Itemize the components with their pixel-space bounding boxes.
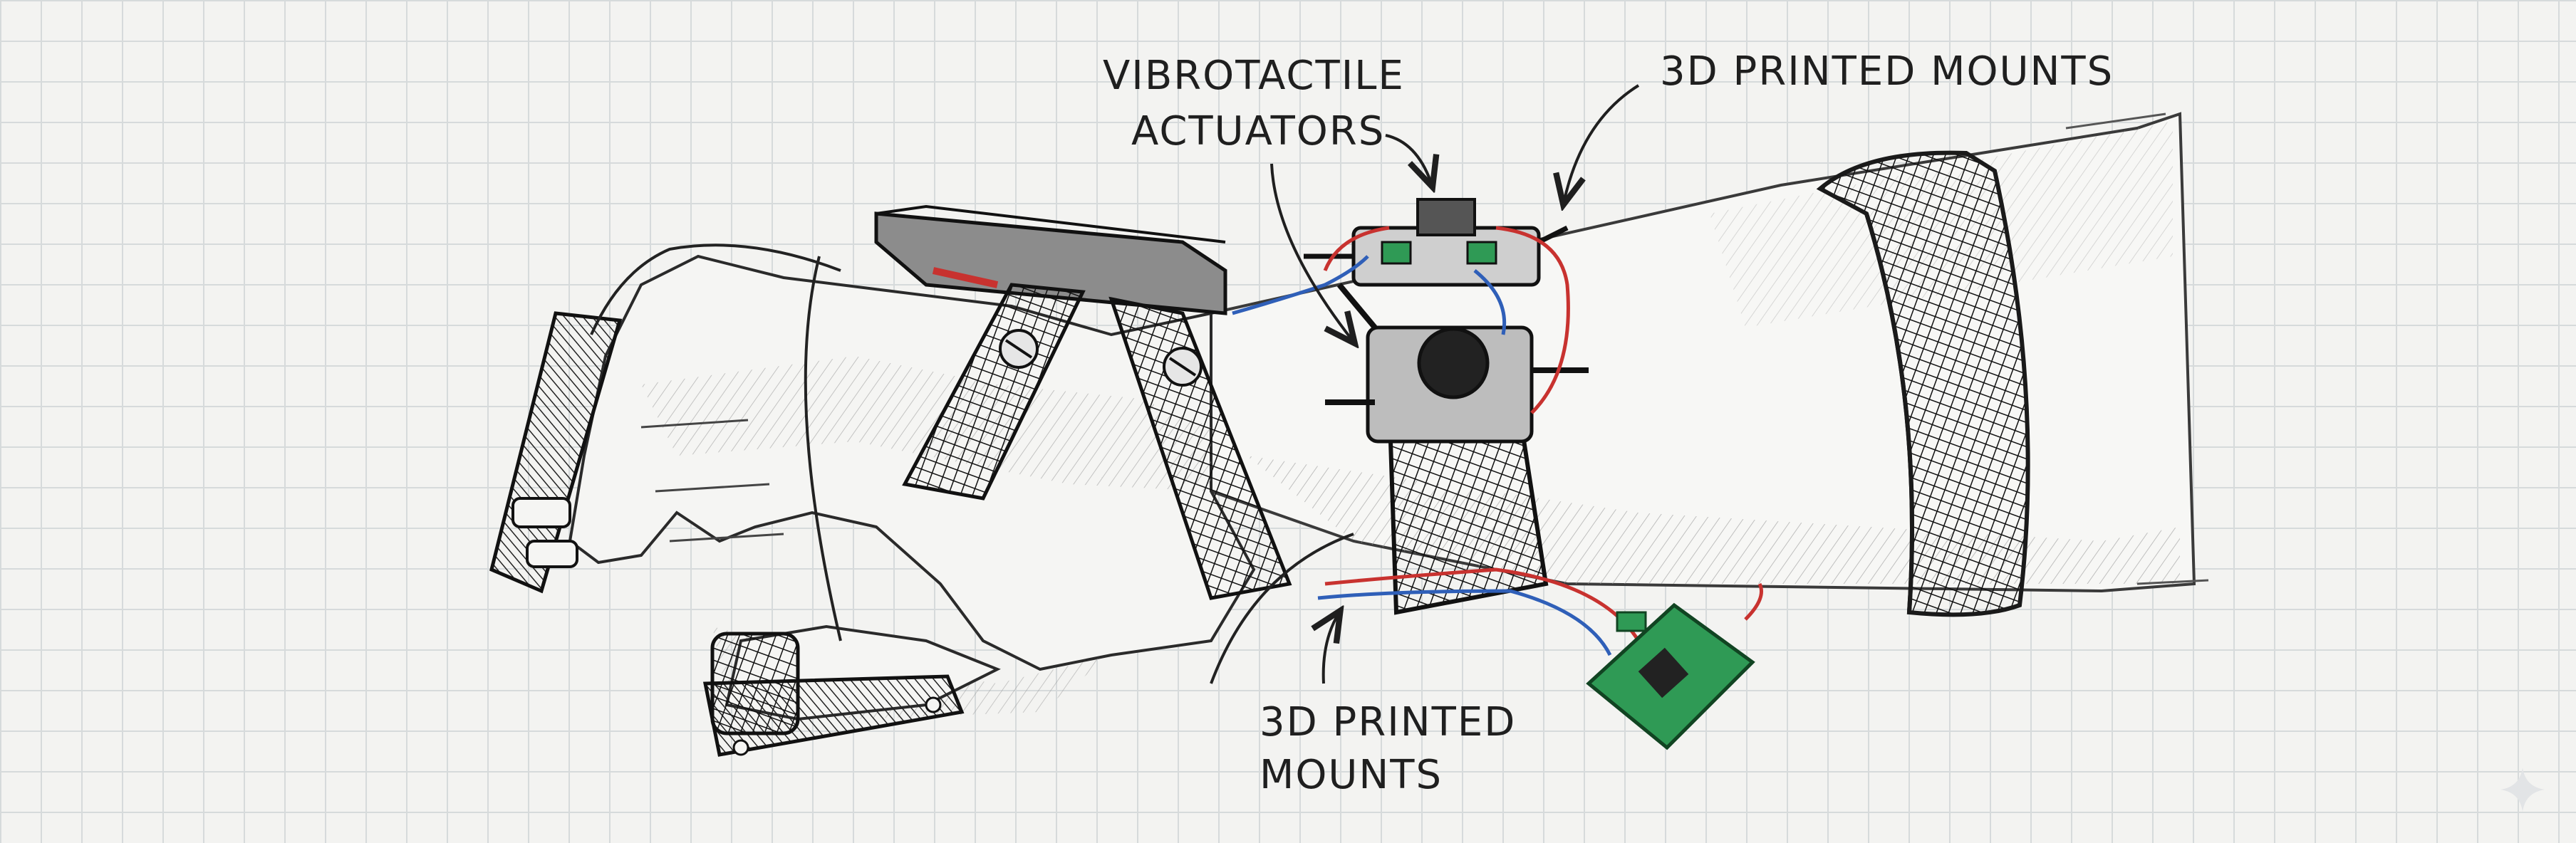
- hand: [568, 254, 1256, 721]
- hand-back-mount: [874, 204, 1292, 600]
- thumb-clip: [702, 632, 965, 757]
- circuit-board: [1586, 602, 1755, 750]
- arrow-mounts-top: [1564, 84, 1640, 203]
- annotation-arrows: [1270, 84, 1640, 684]
- label-mounts-top: 3D PRINTED MOUNTS: [1660, 48, 2114, 95]
- arrow-actuators-top: [1385, 134, 1432, 185]
- elbow-cuff: [1816, 150, 2030, 617]
- label-vibrotactile-line2: ACTUATORS: [1131, 108, 1386, 155]
- arrow-mounts-bottom: [1324, 612, 1339, 684]
- finger-clip: [489, 311, 623, 594]
- top-actuator-housing: [1304, 198, 1569, 330]
- arrow-actuators-lower: [1270, 163, 1354, 342]
- wrist-actuator-housing: [1325, 325, 1589, 444]
- label-mounts-bottom-line1: 3D PRINTED: [1260, 699, 1517, 745]
- label-mounts-bottom-line2: MOUNTS: [1260, 752, 1443, 798]
- label-vibrotactile-line1: VIBROTACTILE: [1103, 53, 1405, 99]
- forearm: [1210, 112, 2209, 593]
- sparkle-icon: [2500, 768, 2545, 812]
- wiring: [590, 226, 1763, 684]
